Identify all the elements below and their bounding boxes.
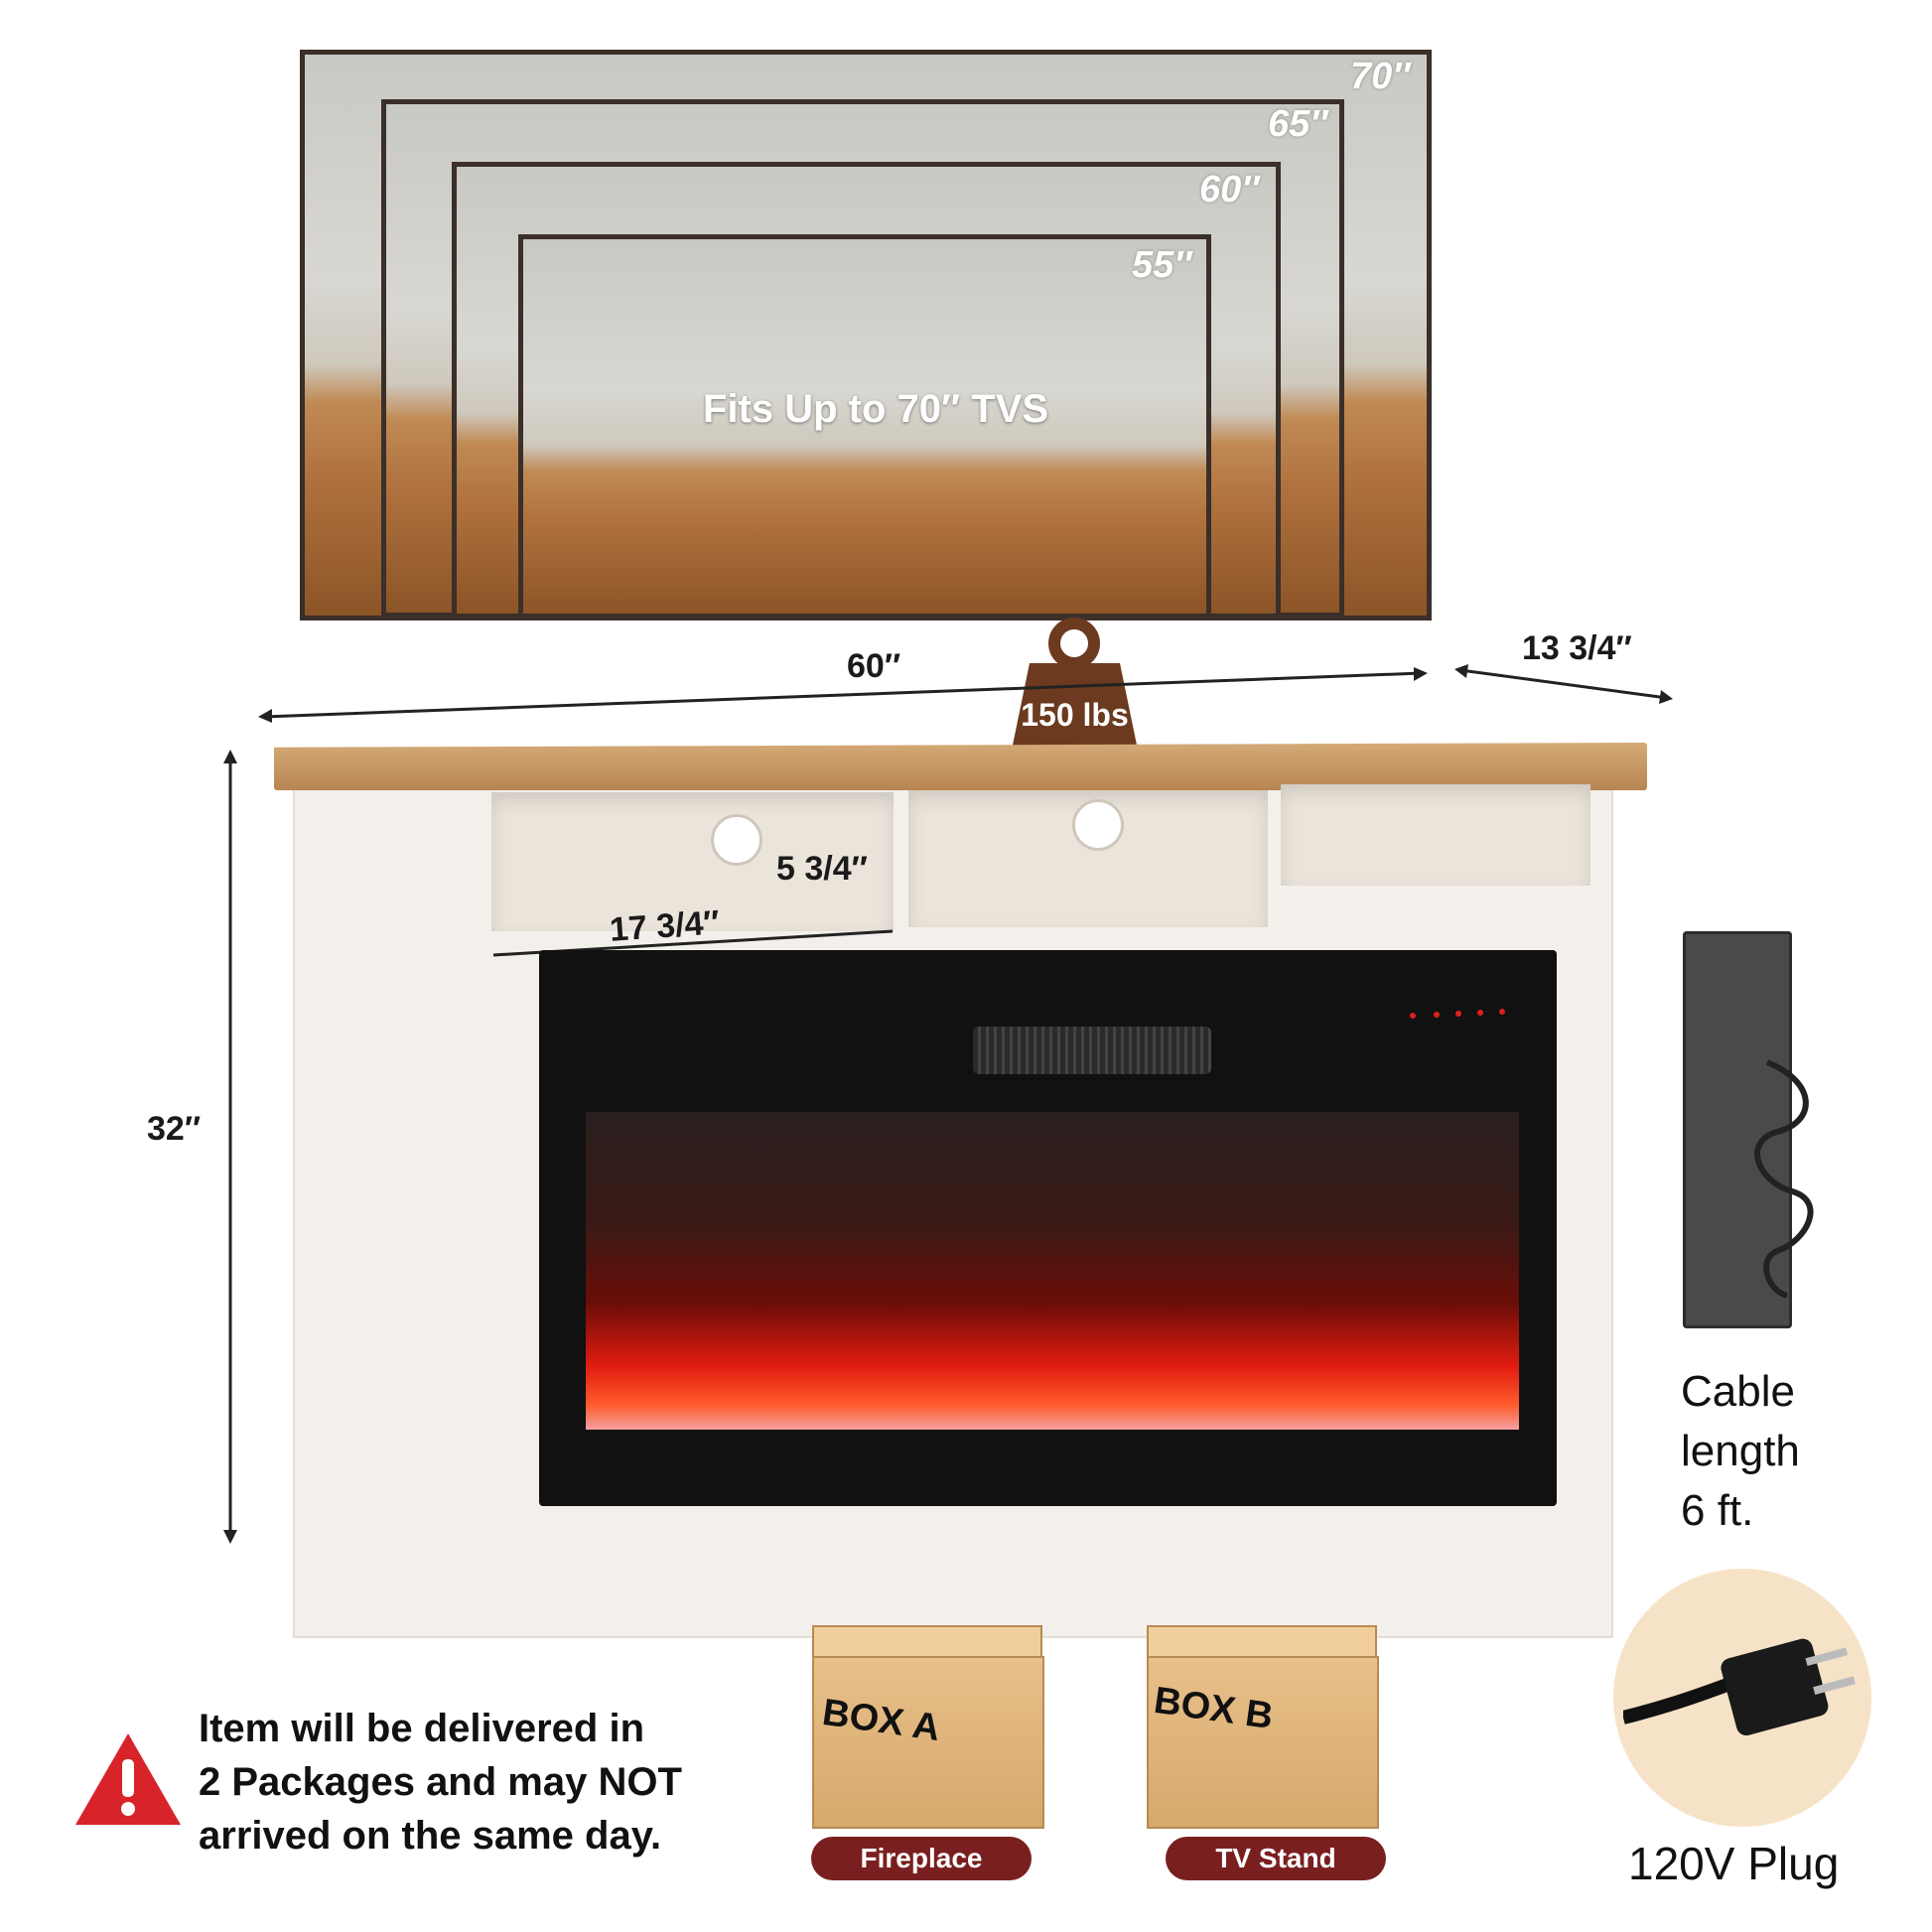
depth-arrow: [1454, 664, 1673, 704]
height-label: 32″: [147, 1110, 202, 1148]
cable-line-3: 6 ft.: [1681, 1486, 1754, 1535]
delivery-notice: Item will be delivered in 2 Packages and…: [199, 1702, 682, 1863]
control-led: [1434, 1012, 1440, 1018]
box-a: [812, 1656, 1044, 1829]
stand-countertop: [274, 743, 1647, 790]
shelf-height-label: 5 3/4″: [776, 850, 868, 888]
cable-length-text: Cable length 6 ft.: [1681, 1362, 1800, 1541]
width-arrow: [258, 667, 1428, 723]
plug-label: 120V Plug: [1628, 1838, 1840, 1889]
shelf-left: [491, 792, 894, 931]
cable-hole-center: [1072, 799, 1124, 851]
control-led: [1410, 1013, 1416, 1019]
depth-label: 13 3/4″: [1522, 629, 1632, 667]
tv-55-frame: [518, 234, 1211, 619]
weight-label: 150 lbs: [1021, 697, 1129, 733]
plug-icon: [1623, 1638, 1856, 1736]
shelf-right: [1281, 784, 1590, 886]
power-cord-coil-icon: [1754, 1059, 1814, 1299]
control-led: [1499, 1009, 1505, 1015]
height-arrow: [223, 750, 237, 1544]
warning-icon: [75, 1733, 181, 1825]
tv-size-55: 55″: [1132, 244, 1192, 286]
box-a-tag: Fireplace: [811, 1837, 1032, 1880]
cable-line-1: Cable: [1681, 1367, 1795, 1416]
tv-size-65: 65″: [1268, 103, 1328, 145]
control-led: [1477, 1010, 1483, 1016]
heater-vent: [973, 1027, 1211, 1074]
notice-line-1: Item will be delivered in: [199, 1707, 645, 1750]
cable-line-2: length: [1681, 1427, 1800, 1475]
box-b-tag: TV Stand: [1166, 1837, 1386, 1880]
width-label: 60″: [847, 647, 901, 685]
tv-size-60: 60″: [1199, 169, 1260, 210]
tv-size-70: 70″: [1350, 56, 1411, 97]
box-b: [1147, 1656, 1379, 1829]
control-led: [1455, 1011, 1461, 1017]
notice-line-3: arrived on the same day.: [199, 1814, 662, 1858]
flame-display: [586, 1112, 1519, 1430]
tv-headline: Fits Up to 70″ TVS: [703, 387, 1049, 431]
cable-hole-left: [711, 814, 762, 866]
notice-line-2: 2 Packages and may NOT: [199, 1760, 682, 1804]
